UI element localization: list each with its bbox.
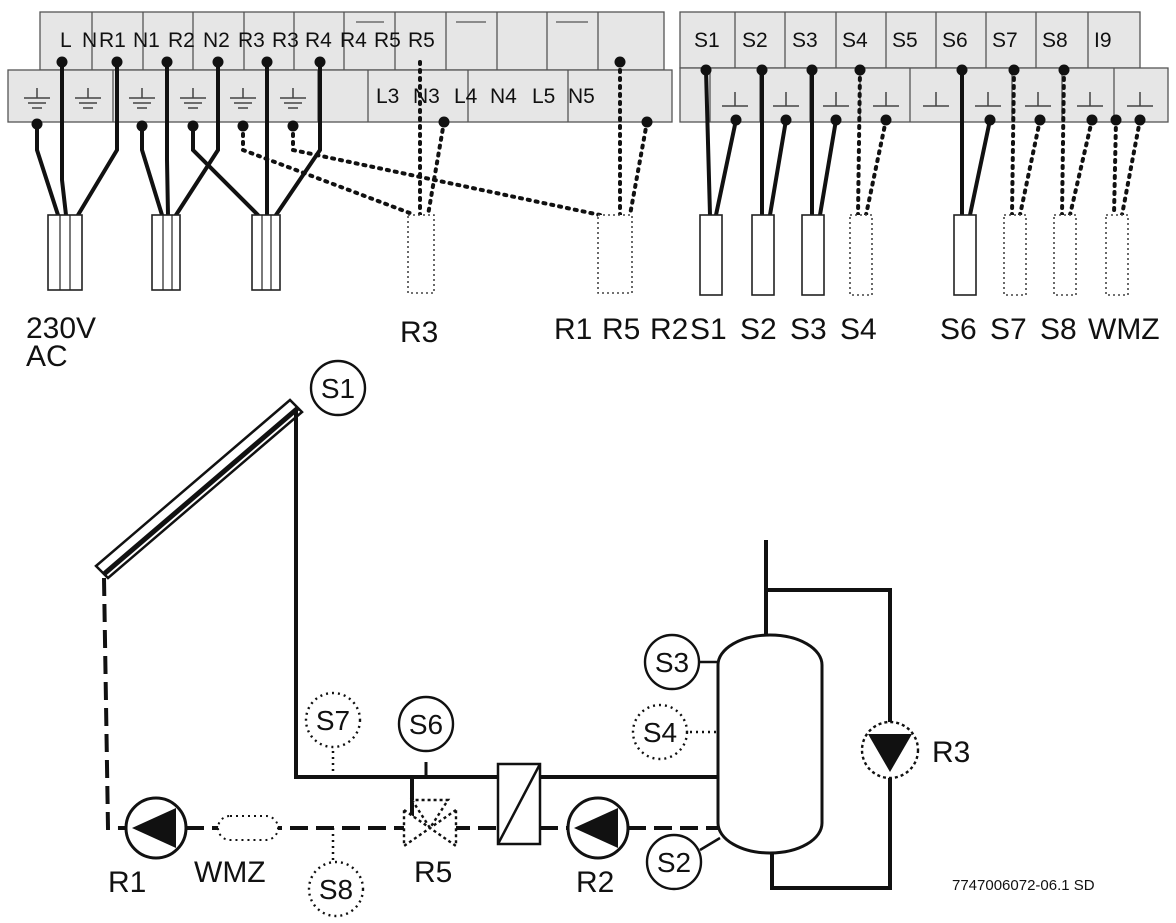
- right-terminal-labels: S1 S2 S3 S4 S5 S6 S7 S8 I9: [694, 29, 1112, 52]
- power-label: AC: [26, 340, 68, 373]
- terminal-label: N3: [413, 85, 440, 108]
- terminal-label: N5: [568, 85, 595, 108]
- cable-label: S7: [990, 313, 1027, 346]
- terminal-label: R4: [340, 29, 367, 52]
- ground-symbol-icon: [722, 92, 1153, 107]
- cable-label: S8: [1040, 313, 1077, 346]
- terminal-label: S6: [942, 29, 968, 52]
- svg-text:S8: S8: [319, 874, 353, 905]
- terminal-label: S3: [792, 29, 818, 52]
- terminal-label: R5: [408, 29, 435, 52]
- terminal-label: N1: [133, 29, 160, 52]
- left-terminal-labels: L N R1 N1 R2 N2 R3 R3 R4 R4 R5 R5 L3 N3 …: [60, 29, 595, 108]
- terminal-label: L4: [454, 85, 478, 108]
- sensor-s7: S7: [304, 691, 362, 749]
- terminal-label: S8: [1042, 29, 1068, 52]
- pump-label: R3: [932, 736, 970, 769]
- terminal-label: N: [82, 29, 97, 52]
- terminal-label: N4: [490, 85, 517, 108]
- pump-label: R2: [576, 866, 614, 899]
- right-lower-terminal-strip: [679, 67, 1169, 123]
- wmz-meter-icon: [217, 815, 279, 841]
- pump-icon: [860, 720, 920, 780]
- sensor-s6: S6: [397, 695, 455, 753]
- terminal-label: N2: [203, 29, 230, 52]
- pump-icon: [124, 796, 188, 860]
- pump-icon: [566, 796, 630, 860]
- svg-text:S7: S7: [316, 705, 350, 736]
- cable-sleeves: [47, 214, 1129, 296]
- power-label: 230V: [26, 312, 96, 345]
- terminal-label: S1: [694, 29, 720, 52]
- cable-label: WMZ: [1088, 313, 1160, 346]
- terminal-label: S4: [842, 29, 868, 52]
- terminal-label: L3: [376, 85, 399, 108]
- right-upper-terminal-strip: [679, 11, 1141, 69]
- cable-label: R1: [554, 313, 592, 346]
- right-wiring: [704, 68, 1142, 217]
- svg-text:S4: S4: [643, 717, 677, 748]
- svg-text:S3: S3: [655, 647, 689, 678]
- svg-text:S6: S6: [409, 709, 443, 740]
- terminal-label: R5: [374, 29, 401, 52]
- storage-tank: [716, 633, 824, 855]
- terminal-label: R3: [272, 29, 299, 52]
- left-wiring: [35, 60, 649, 217]
- sensor-s2: S2: [645, 833, 703, 891]
- cable-label: R2: [650, 313, 688, 346]
- meter-label: WMZ: [194, 856, 266, 889]
- cable-label: S2: [740, 313, 777, 346]
- pump-label: R1: [108, 866, 146, 899]
- cable-label: S3: [790, 313, 827, 346]
- sensor-s1: S1: [309, 359, 367, 417]
- left-terminal-dots: [31, 56, 653, 132]
- svg-text:S1: S1: [321, 373, 355, 404]
- terminal-label: I9: [1094, 29, 1112, 52]
- valve-label: R5: [414, 856, 452, 889]
- terminal-label: S7: [992, 29, 1018, 52]
- sensor-s8: S8: [307, 860, 365, 918]
- cable-label: S6: [940, 313, 977, 346]
- terminal-label: R4: [305, 29, 332, 52]
- terminal-label: S5: [892, 29, 918, 52]
- solar-collector-icon: [94, 398, 304, 580]
- cable-label: R3: [400, 316, 438, 349]
- terminal-label: L5: [532, 85, 555, 108]
- terminal-label: R3: [238, 29, 265, 52]
- three-way-valve-icon: [402, 798, 458, 849]
- cable-label: S4: [840, 313, 877, 346]
- terminal-label: L: [60, 29, 72, 52]
- ground-symbol-icon: [24, 88, 306, 109]
- svg-text:S2: S2: [657, 847, 691, 878]
- terminal-label: R2: [168, 29, 195, 52]
- cable-labels: 230V AC R3 R1 R5 R2 S1 S2 S3 S4 S6 S7 S8…: [26, 312, 1160, 373]
- cable-label: S1: [690, 313, 727, 346]
- heat-exchanger-icon: [496, 762, 542, 846]
- cable-label: R5: [602, 313, 640, 346]
- sensor-s4: S4: [631, 703, 689, 761]
- sensor-s3: S3: [643, 633, 701, 691]
- figure-code: 7747006072-06.1 SD: [952, 877, 1095, 894]
- terminal-label: R1: [99, 29, 126, 52]
- terminal-label: S2: [742, 29, 768, 52]
- right-terminal-dots: [700, 64, 1146, 126]
